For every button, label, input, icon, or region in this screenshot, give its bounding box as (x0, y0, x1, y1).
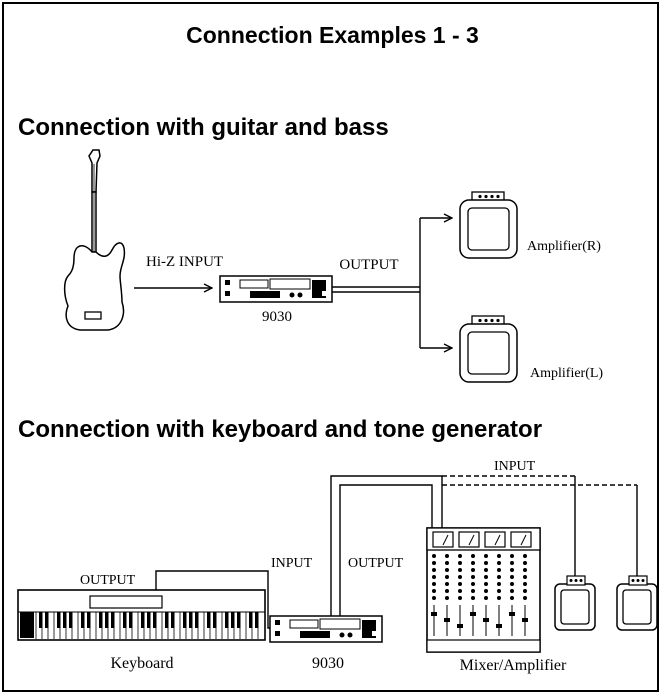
effects-unit-9030-icon (219, 275, 333, 303)
section-title-keyboard-tone-generator: Connection with keyboard and tone genera… (18, 416, 543, 443)
amplifier-right-label: Amplifier(R) (527, 239, 601, 254)
amplifier-icon-1 (554, 575, 596, 631)
amplifier-left-label: Amplifier(L) (530, 366, 603, 381)
mixer-to-amplifiers-cables (442, 475, 638, 576)
keyboard-icon (17, 589, 266, 641)
output-label: OUTPUT (339, 257, 398, 273)
section-title-guitar-bass: Connection with guitar and bass (18, 114, 389, 141)
amplifier-left-icon (459, 315, 518, 383)
mixer-icon (426, 527, 541, 653)
unit-9030-label: 9030 (262, 309, 292, 325)
amplifier-right-icon (459, 191, 518, 259)
unit-to-mixer-cables (330, 475, 443, 616)
page-title: Connection Examples 1 - 3 (186, 22, 479, 48)
mixer-input-label: INPUT (494, 459, 536, 474)
amplifier-icon-2 (616, 575, 658, 631)
output-split-cables (332, 218, 452, 348)
bass-guitar-icon (63, 149, 126, 331)
hi-z-input-label: Hi-Z INPUT (146, 254, 223, 270)
effects-unit-9030-icon-2 (269, 615, 383, 643)
unit-9030-label-2: 9030 (312, 655, 344, 672)
diagram-frame (2, 2, 659, 692)
keyboard-label: Keyboard (110, 655, 173, 672)
mixer-amplifier-label: Mixer/Amplifier (460, 657, 567, 674)
unit-input-label: INPUT (271, 556, 313, 571)
keyboard-output-label: OUTPUT (80, 573, 136, 588)
unit-output-label: OUTPUT (348, 556, 404, 571)
